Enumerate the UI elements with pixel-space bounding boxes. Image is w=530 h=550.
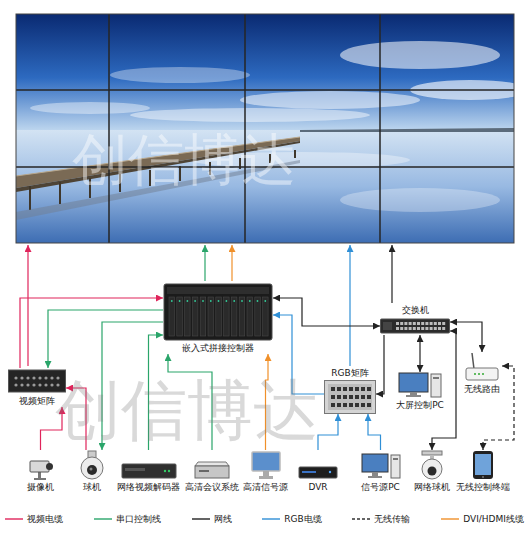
legend-line bbox=[4, 516, 24, 522]
device-label: 无线控制终端 bbox=[454, 482, 512, 493]
legend-text: RGB电缆 bbox=[284, 513, 321, 525]
icon-holder bbox=[25, 450, 56, 480]
connector bbox=[419, 335, 420, 372]
device-label: 无线路由 bbox=[462, 384, 502, 395]
legend-item: RGB电缆 bbox=[261, 513, 321, 525]
connector bbox=[450, 322, 482, 352]
legend-item: 视频电缆 bbox=[4, 513, 63, 525]
icon-holder bbox=[163, 283, 273, 341]
connector bbox=[376, 335, 384, 394]
device-label: 交换机 bbox=[380, 305, 450, 316]
icon-holder bbox=[380, 317, 450, 335]
device-label: 高清信号源 bbox=[241, 482, 290, 493]
device-icon bbox=[28, 450, 54, 480]
device-icon bbox=[361, 450, 401, 480]
device-icon bbox=[298, 450, 338, 480]
device-icon bbox=[471, 450, 495, 480]
icon-holder bbox=[412, 450, 452, 480]
device-icon bbox=[324, 380, 376, 414]
legend-text: 串口控制线 bbox=[116, 513, 161, 525]
legend-text: 网线 bbox=[214, 513, 232, 525]
network-switch: 交换机 bbox=[380, 305, 450, 335]
device-icon bbox=[419, 450, 445, 480]
legend-text: 视频电缆 bbox=[27, 513, 63, 525]
device-label: 网络球机 bbox=[412, 482, 452, 493]
device-label: 网络视频解码器 bbox=[115, 482, 182, 493]
device-label: 球机 bbox=[78, 482, 106, 493]
dome-camera: 球机 bbox=[78, 450, 106, 493]
dvr-unit: DVR bbox=[298, 450, 338, 493]
device-icon bbox=[163, 283, 273, 341]
legend-text: 无线传输 bbox=[374, 513, 410, 525]
device-icon bbox=[250, 450, 282, 480]
wireless-terminal: 无线控制终端 bbox=[454, 450, 512, 493]
device-icon bbox=[194, 450, 230, 480]
connector bbox=[432, 331, 456, 450]
icon-holder bbox=[183, 450, 241, 480]
video-decoder: 网络视频解码器 bbox=[115, 450, 182, 493]
control-pc: 大屏控制PC bbox=[394, 372, 446, 411]
connector bbox=[368, 414, 381, 450]
device-label: RGB矩阵 bbox=[324, 368, 376, 379]
device-icon bbox=[78, 450, 106, 480]
device-icon bbox=[8, 368, 66, 394]
watermark: 创信博达 bbox=[72, 132, 296, 188]
icon-holder bbox=[394, 372, 446, 398]
device-icon bbox=[398, 372, 442, 398]
legend-item: 网线 bbox=[191, 513, 232, 525]
icon-holder bbox=[359, 450, 402, 480]
legend-text: DVI/HDMI线缆 bbox=[463, 513, 524, 525]
hd-source: 高清信号源 bbox=[241, 450, 290, 493]
legend-line bbox=[93, 516, 113, 522]
device-label: 大屏控制PC bbox=[394, 400, 446, 411]
device-icon bbox=[121, 450, 177, 480]
icon-holder bbox=[462, 352, 502, 382]
device-icon bbox=[380, 317, 450, 335]
conference-system: 高清会议系统 bbox=[183, 450, 241, 493]
device-label: DVR bbox=[298, 482, 338, 493]
icon-holder bbox=[241, 450, 290, 480]
icon-holder bbox=[115, 450, 182, 480]
legend-item: 串口控制线 bbox=[93, 513, 161, 525]
device-label: 高清会议系统 bbox=[183, 482, 241, 493]
legend-line bbox=[351, 516, 371, 522]
watermark: 创信博达 bbox=[55, 378, 319, 444]
connector bbox=[20, 298, 163, 368]
icon-holder bbox=[298, 450, 338, 480]
network-dome: 网络球机 bbox=[412, 450, 452, 493]
device-icon bbox=[465, 352, 499, 382]
rgb-matrix: RGB矩阵 bbox=[324, 368, 376, 414]
device-label: 摄像机 bbox=[25, 482, 56, 493]
video-matrix: 视频矩阵 bbox=[8, 368, 66, 407]
camera: 摄像机 bbox=[25, 450, 56, 493]
legend-line bbox=[191, 516, 211, 522]
icon-holder bbox=[324, 380, 376, 414]
device-label: 视频矩阵 bbox=[8, 396, 66, 407]
icon-holder bbox=[78, 450, 106, 480]
device-label: 信号源PC bbox=[359, 482, 402, 493]
legend-line bbox=[440, 516, 460, 522]
splice-controller: 嵌入式拼接控制器 bbox=[163, 283, 273, 354]
device-label: 嵌入式拼接控制器 bbox=[163, 343, 273, 354]
wireless-router: 无线路由 bbox=[462, 352, 502, 395]
legend-line bbox=[261, 516, 281, 522]
connector bbox=[48, 310, 163, 368]
legend-item: 无线传输 bbox=[351, 513, 410, 525]
icon-holder bbox=[8, 368, 66, 394]
legend-item: DVI/HDMI线缆 bbox=[440, 513, 524, 525]
legend: 视频电缆 串口控制线 网线 RGB电缆 无线传输 DVI/HDMI线缆 bbox=[4, 513, 524, 525]
icon-holder bbox=[454, 450, 512, 480]
connector bbox=[273, 298, 380, 326]
connector bbox=[318, 414, 338, 450]
source-pc: 信号源PC bbox=[359, 450, 402, 493]
